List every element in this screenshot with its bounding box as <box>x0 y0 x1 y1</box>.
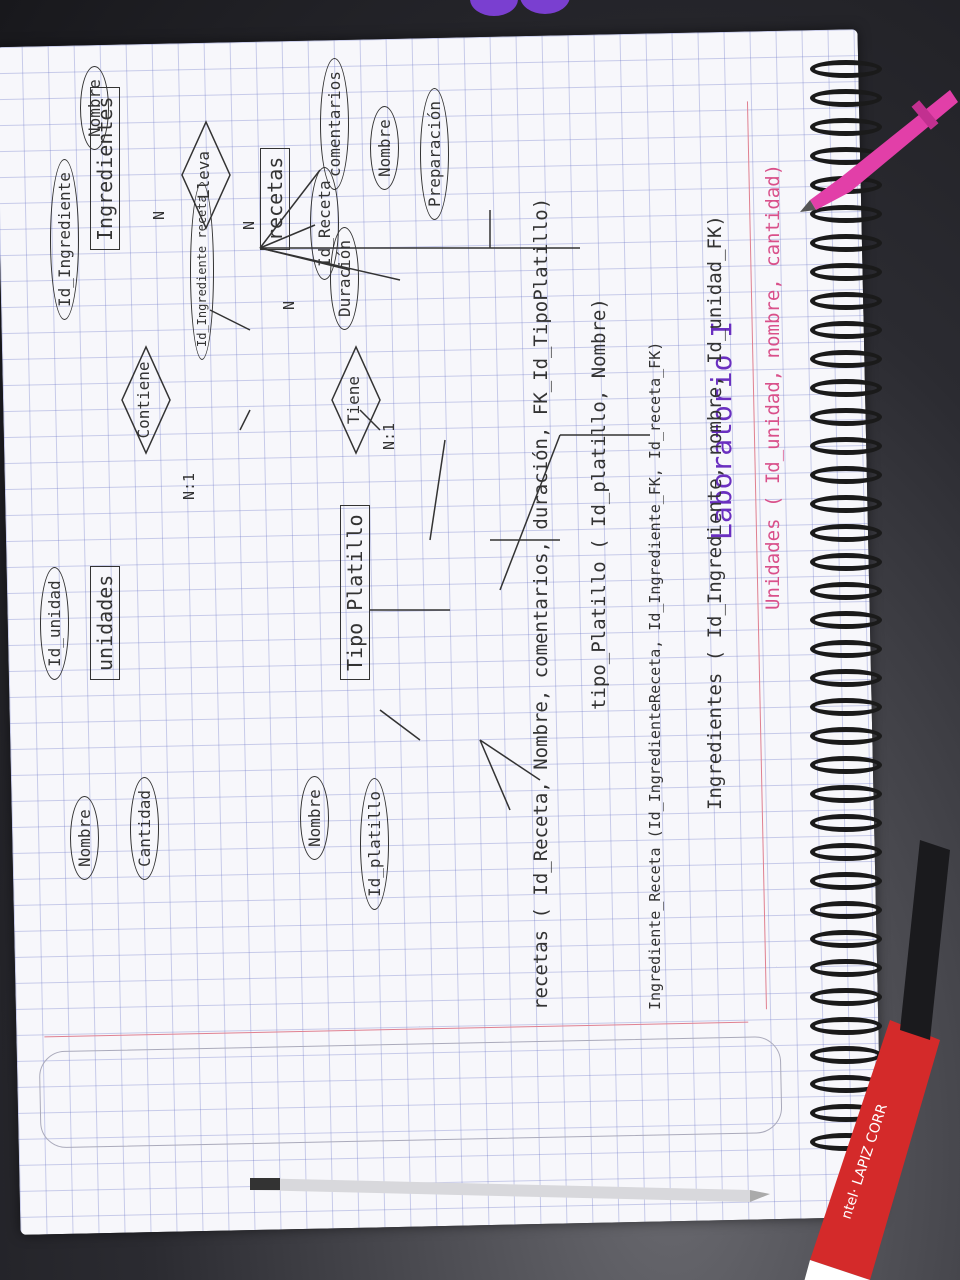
id-ingrediente-receta-attribute: Id_Ingrediente receta <box>190 182 214 360</box>
spiral-ring <box>810 466 882 484</box>
spiral-ring <box>810 379 882 397</box>
spiral-ring <box>810 60 882 78</box>
schema-ingrediente-receta: Ingrediente_Receta (Id_IngredienteReceta… <box>646 341 664 1010</box>
spiral-ring <box>810 872 882 890</box>
spiral-binding <box>810 60 890 1170</box>
nombre-platillo-attribute: Nombre <box>300 776 329 860</box>
lleva-cardinality-recetas: N <box>240 220 258 230</box>
cantidad-attribute: Cantidad <box>130 776 159 880</box>
recetas-entity: recetas <box>260 147 290 250</box>
tiene-relationship: Tiene <box>330 345 382 455</box>
spiral-ring <box>810 350 882 368</box>
spiral-ring <box>810 727 882 745</box>
schema-recetas: recetas ( Id_Receta, Nombre, comentarios… <box>530 197 552 1010</box>
margin-line <box>44 1021 749 1038</box>
spiral-ring <box>810 524 882 542</box>
spiral-ring <box>810 698 882 716</box>
pink-pen <box>800 90 958 212</box>
red-marker: ntel· LAPIZ CORR <box>804 1020 940 1280</box>
nombre-ingrediente-attribute: Nombre <box>80 66 109 150</box>
contiene-cardinality: N:1 <box>180 472 198 500</box>
tiene-cardinality: N:1 <box>380 422 398 450</box>
spiral-ring <box>810 756 882 774</box>
spiral-ring <box>810 611 882 629</box>
unidades-entity: unidades <box>90 565 120 680</box>
purple-sticker <box>520 0 570 14</box>
spiral-ring <box>810 930 882 948</box>
spiral-ring <box>810 582 882 600</box>
spiral-ring <box>810 814 882 832</box>
spiral-ring <box>810 495 882 513</box>
recetas-side-cardinality: N <box>280 300 298 310</box>
spiral-ring <box>810 89 882 107</box>
id-platillo-attribute: Id_platillo <box>360 778 389 910</box>
nombre-receta-attribute: Nombre <box>370 106 399 190</box>
contiene-relationship: Contiene <box>120 345 172 455</box>
spiral-ring <box>810 959 882 977</box>
black-marker <box>900 840 950 1040</box>
spiral-ring <box>810 843 882 861</box>
contiene-label: Contiene <box>134 361 153 439</box>
tipo-platillo-entity: Tipo Platillo <box>340 505 370 680</box>
silver-pen <box>250 1178 770 1202</box>
schema-tipo-platillo: tipo_Platillo ( Id_platillo, Nombre) <box>588 298 610 710</box>
purple-sticker <box>470 0 518 16</box>
spiral-ring <box>810 408 882 426</box>
lleva-cardinality-ingredientes: N <box>150 210 168 220</box>
spiral-ring <box>810 901 882 919</box>
spiral-ring <box>810 321 882 339</box>
id-unidad-attribute: Id_unidad <box>40 567 69 680</box>
spiral-ring <box>810 785 882 803</box>
connector-lines <box>209 169 650 811</box>
diagram-layer: Laboratorio I comentarios Nombre Prepara… <box>40 58 800 1010</box>
spiral-ring <box>810 669 882 687</box>
spiral-ring <box>810 1017 882 1035</box>
spiral-ring <box>810 118 882 136</box>
lleva-relationship: Lleva <box>180 120 232 230</box>
spiral-ring <box>810 640 882 658</box>
spiral-ring <box>810 292 882 310</box>
spiral-ring <box>810 437 882 455</box>
spiral-ring <box>810 234 882 252</box>
duracion-attribute: Duración <box>330 226 359 330</box>
spiral-ring <box>810 263 882 281</box>
schema-unidades: Unidades ( Id_unidad, nombre, cantidad) <box>762 163 784 610</box>
id-ingrediente-attribute: Id_Ingrediente <box>50 159 79 320</box>
footer-box <box>38 1035 783 1149</box>
tiene-label: Tiene <box>344 375 363 425</box>
nombre-unidad-attribute: Nombre <box>70 796 99 880</box>
spiral-ring <box>810 988 882 1006</box>
preparacion-attribute: Preparación <box>420 88 449 220</box>
spiral-ring <box>810 205 882 223</box>
schema-ingredientes: Ingredientes ( Id_Ingrediente, nombre, I… <box>704 215 726 810</box>
spiral-ring <box>810 553 882 571</box>
